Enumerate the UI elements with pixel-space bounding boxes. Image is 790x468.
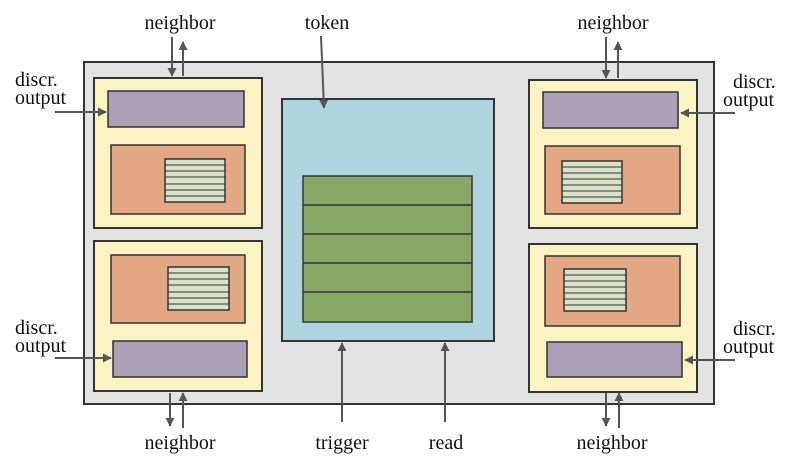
register-block xyxy=(542,91,679,129)
label-discr-bottom-left: discr. xyxy=(15,317,58,339)
buffer-stripes xyxy=(561,160,623,204)
register-block xyxy=(546,341,683,378)
label-discr-bottom-right: discr. xyxy=(733,318,776,340)
arrow-token xyxy=(319,35,329,109)
label-discr-top-right: discr. xyxy=(733,71,776,93)
label-token: token xyxy=(305,12,349,34)
register-block xyxy=(107,90,245,128)
label-neighbor-bottom-right: neighbor xyxy=(576,432,647,454)
label-trigger: trigger xyxy=(315,432,369,454)
buffer-stripes xyxy=(563,268,627,312)
arrows xyxy=(55,35,735,428)
label-neighbor-top-right: neighbor xyxy=(577,12,648,34)
buffer-stripes xyxy=(167,266,230,311)
module-top-left xyxy=(93,77,263,229)
module-bottom-left xyxy=(93,240,263,392)
label-read: read xyxy=(429,432,463,454)
label-neighbor-bottom-left: neighbor xyxy=(144,432,215,454)
label-neighbor-top-left: neighbor xyxy=(144,12,215,34)
center-token-memory xyxy=(281,98,495,342)
buffer-stripes xyxy=(164,158,226,203)
module-top-right xyxy=(528,79,698,229)
register-block xyxy=(112,340,248,378)
label-output-top-left: output xyxy=(15,87,67,109)
label-output-top-right: output xyxy=(723,89,775,111)
label-discr-top-left: discr. xyxy=(15,69,58,91)
module-bottom-right xyxy=(528,243,698,393)
label-output-bottom-right: output xyxy=(723,336,775,358)
label-output-bottom-left: output xyxy=(15,335,67,357)
